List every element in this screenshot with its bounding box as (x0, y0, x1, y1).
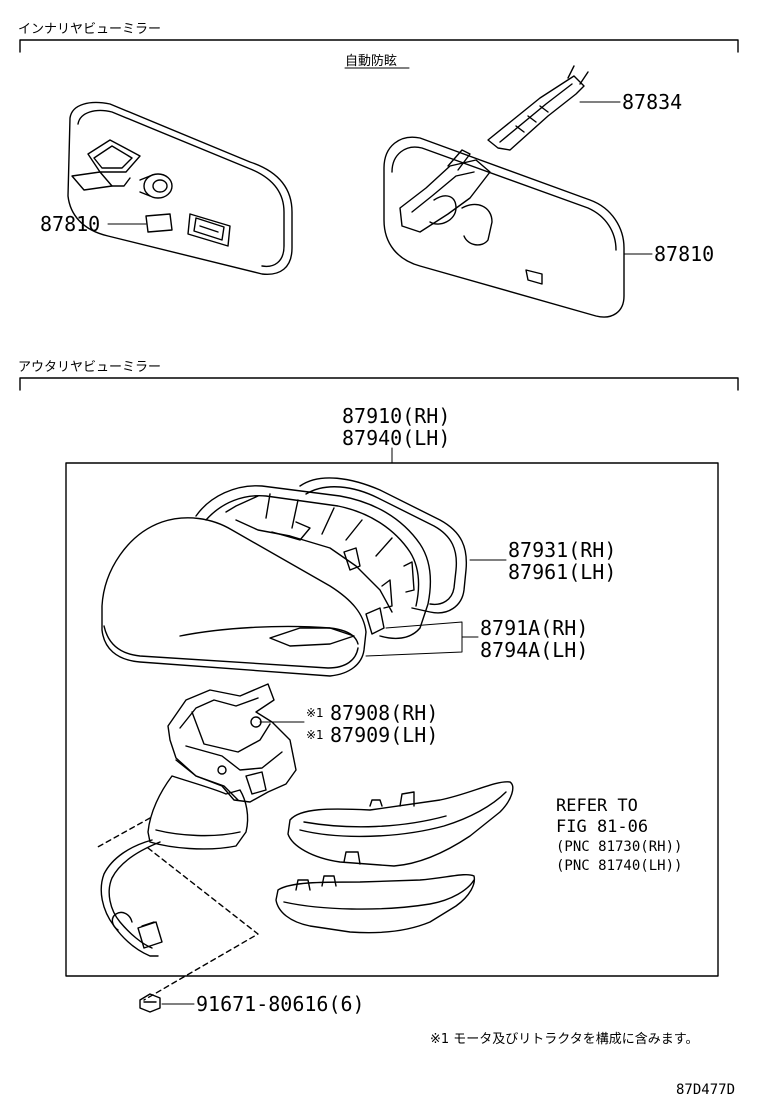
turn-signal-lamp-upper (287, 781, 514, 867)
part-number-87810-left[interactable]: 87810 (40, 212, 101, 236)
mirror-cover (101, 517, 367, 677)
outer-mirror-section-title: アウタリヤビューミラー (18, 360, 162, 375)
leader-8791A (365, 621, 463, 657)
note-mark-87909: ※1 (306, 728, 324, 742)
screw-91671 (139, 993, 161, 1013)
part-number-87908[interactable]: 87908(RH) (330, 701, 439, 725)
footnote: ※1 モータ及びリトラクタを構成に含みます。 (430, 1032, 699, 1047)
figure-code: 87D477D (676, 1082, 736, 1098)
part-number-87940[interactable]: 87940(LH) (342, 426, 451, 450)
refer-line-3: (PNC 81730(RH)) (556, 839, 683, 855)
part-number-87810-right[interactable]: 87810 (654, 242, 715, 266)
mirror-glass (299, 477, 468, 614)
part-number-87910[interactable]: 87910(RH) (342, 404, 451, 428)
part-number-87834[interactable]: 87834 (622, 90, 683, 114)
inner-section-bracket (19, 39, 739, 53)
inner-mirror-right (383, 136, 625, 318)
inner-mirror-subtitle: 自動防眩 (345, 54, 398, 69)
retractor-assembly (167, 683, 297, 803)
part-number-8794A[interactable]: 8794A(LH) (480, 638, 589, 662)
refer-line-4: (PNC 81740(LH)) (556, 858, 683, 874)
mirror-base (95, 775, 259, 1001)
part-number-87909[interactable]: 87909(LH) (330, 723, 439, 747)
mirror-housing (195, 485, 432, 640)
inner-mirror-section-title: インナリヤビューミラー (18, 22, 162, 37)
harness-87834 (487, 65, 589, 151)
inner-mirror-left (67, 101, 293, 275)
refer-line-1: REFER TO (556, 796, 638, 816)
outer-section-bracket (19, 377, 739, 391)
note-mark-87908: ※1 (306, 706, 324, 720)
turn-signal-lamp-lower (275, 873, 476, 934)
part-number-91671[interactable]: 91671-80616(6) (196, 992, 365, 1016)
part-number-87961[interactable]: 87961(LH) (508, 560, 617, 584)
part-number-87931[interactable]: 87931(RH) (508, 538, 617, 562)
part-number-8791A[interactable]: 8791A(RH) (480, 616, 589, 640)
refer-line-2[interactable]: FIG 81-06 (556, 817, 649, 837)
